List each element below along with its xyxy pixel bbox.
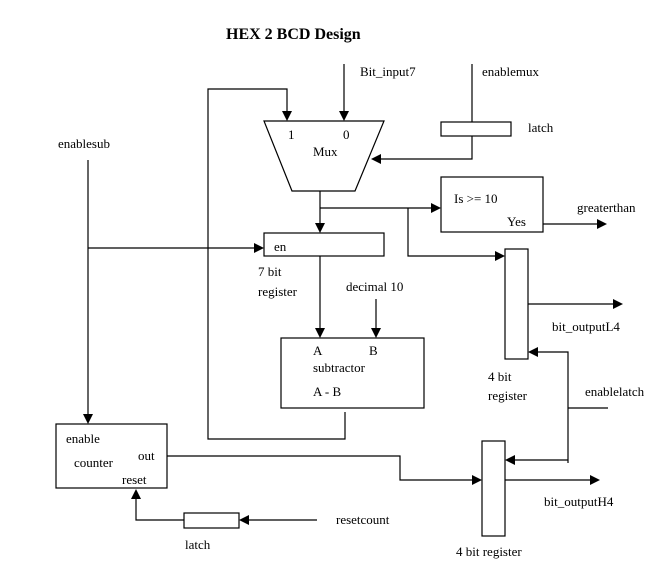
feedback-wire bbox=[207, 88, 346, 440]
greaterthan-label: greaterthan bbox=[577, 200, 636, 215]
reg4-low-label-line1: 4 bit bbox=[488, 369, 512, 384]
reg7-label-line2: register bbox=[258, 284, 298, 299]
comparator-yes-label: Yes bbox=[507, 214, 526, 229]
counter-label: counter bbox=[74, 455, 114, 470]
counter-output-wire bbox=[167, 455, 474, 481]
enablelatch-label: enablelatch bbox=[585, 384, 645, 399]
resetcount-arrow bbox=[239, 515, 249, 525]
enablelatch-low-wire bbox=[536, 351, 569, 463]
counter-reset-label: reset bbox=[122, 472, 147, 487]
subtractor-b-label: B bbox=[369, 343, 378, 358]
reset-wire bbox=[135, 498, 184, 521]
enablemux-label: enablemux bbox=[482, 64, 540, 79]
bit-input7-label: Bit_input7 bbox=[360, 64, 416, 79]
reg4-high-label: 4 bit register bbox=[456, 544, 522, 559]
bit-input7-arrow bbox=[339, 111, 349, 121]
subtractor-label: subtractor bbox=[313, 360, 366, 375]
reset-latch-label: latch bbox=[185, 537, 211, 552]
reg4-high-box bbox=[481, 440, 506, 537]
enablelatch-high-arrow bbox=[505, 455, 515, 465]
mux-select-arrow bbox=[371, 154, 381, 164]
subtractor-output-label: A - B bbox=[313, 384, 342, 399]
reg4-low-label-line2: register bbox=[488, 388, 528, 403]
reg7-box bbox=[263, 232, 385, 257]
reg7-label-line1: 7 bit bbox=[258, 264, 282, 279]
bit-outputH4-label: bit_outputH4 bbox=[544, 494, 614, 509]
reg4-low-block: 4 bit register bbox=[488, 248, 529, 403]
counter-output-arrow bbox=[472, 475, 482, 485]
bit-outputL4-arrow bbox=[613, 299, 623, 309]
subtractor-block: A B subtractor A - B bbox=[280, 337, 425, 409]
comparator-label: Is >= 10 bbox=[454, 191, 498, 206]
mux-block: 1 0 Mux bbox=[263, 120, 385, 192]
subtractor-a-arrow bbox=[315, 328, 325, 338]
mux-output-arrow bbox=[315, 223, 325, 233]
mux-input-1-label: 1 bbox=[288, 127, 295, 142]
comparator-block: Is >= 10 Yes bbox=[440, 176, 544, 233]
bit-outputL4-label: bit_outputL4 bbox=[552, 319, 620, 334]
enablesub-label: enablesub bbox=[58, 136, 110, 151]
counter-box bbox=[55, 423, 168, 489]
enablesub-reg-arrow bbox=[254, 243, 264, 253]
feedback-arrow bbox=[282, 111, 292, 121]
reg7-block: en 7 bit register bbox=[258, 232, 385, 299]
enablesub-counter-arrow bbox=[83, 414, 93, 424]
resetcount-label: resetcount bbox=[336, 512, 390, 527]
comparator-box bbox=[440, 176, 544, 233]
mux-select-wire bbox=[380, 136, 473, 160]
mux-label: Mux bbox=[313, 144, 338, 159]
counter-enable-label: enable bbox=[66, 431, 100, 446]
reset-arrow bbox=[131, 489, 141, 499]
subtractor-b-arrow bbox=[371, 328, 381, 338]
reset-latch-box bbox=[183, 512, 240, 529]
decimal-10-label: decimal 10 bbox=[346, 279, 403, 294]
comparator-input-arrow bbox=[431, 203, 441, 213]
mux-input-0-label: 0 bbox=[343, 127, 350, 142]
mux-latch-label: latch bbox=[528, 120, 554, 135]
reg7-en-label: en bbox=[274, 239, 287, 254]
counter-block: enable counter out reset bbox=[55, 423, 168, 489]
counter-out-label: out bbox=[138, 448, 155, 463]
subtractor-a-label: A bbox=[313, 343, 323, 358]
bit-outputH4-arrow bbox=[590, 475, 600, 485]
diagram-title: HEX 2 BCD Design bbox=[226, 26, 361, 43]
reg4-low-box bbox=[504, 248, 529, 360]
greaterthan-arrow bbox=[597, 219, 607, 229]
reg4-high-block: 4 bit register bbox=[456, 440, 522, 559]
mux-latch-box bbox=[440, 121, 512, 137]
reg4-low-input-arrow bbox=[495, 251, 505, 261]
subtractor-box bbox=[280, 337, 425, 409]
reg4-low-input-wire bbox=[407, 208, 497, 257]
enablelatch-low-arrow bbox=[528, 347, 538, 357]
